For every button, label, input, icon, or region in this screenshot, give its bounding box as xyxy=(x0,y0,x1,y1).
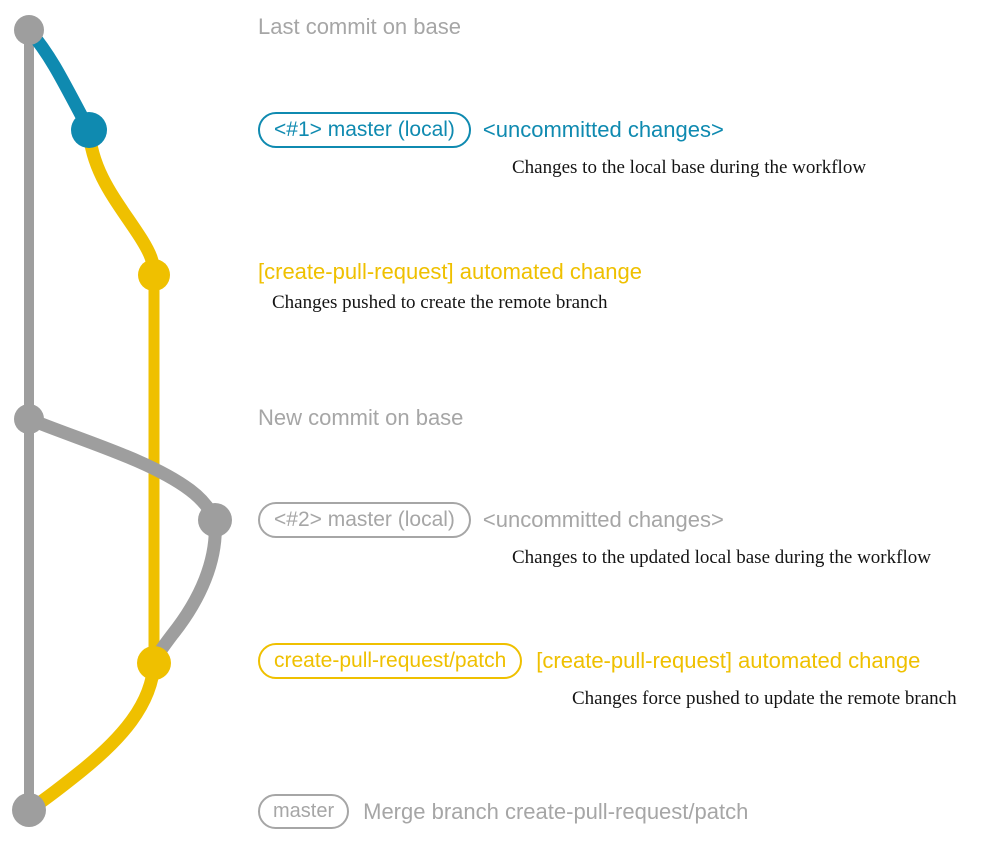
commit-description: Changes force pushed to update the remot… xyxy=(572,688,957,709)
commit-node-local-1[interactable] xyxy=(71,112,107,148)
branch-badge-create-pull-request-patch[interactable]: create-pull-request/patch xyxy=(258,643,523,679)
commit-headline: Last commit on base xyxy=(258,14,461,39)
row-head: create-pull-request/patch [create-pull-r… xyxy=(258,643,957,679)
row-automated-change-2: create-pull-request/patch [create-pull-r… xyxy=(258,643,957,710)
commit-node-base-new[interactable] xyxy=(14,404,44,434)
row-merge-commit: master Merge branch create-pull-request/… xyxy=(258,794,748,829)
row-head: New commit on base xyxy=(258,407,463,429)
row-master-local-1: <#1> master (local) <uncommitted changes… xyxy=(258,112,866,179)
row-head: master Merge branch create-pull-request/… xyxy=(258,794,748,829)
row-head: Last commit on base xyxy=(258,16,461,38)
commit-headline: [create-pull-request] automated change xyxy=(258,259,643,284)
commit-headline: <uncommitted changes> xyxy=(482,117,724,142)
branch-badge-master-local-2[interactable]: <#2> master (local) xyxy=(258,502,471,538)
commit-headline: Merge branch create-pull-request/patch xyxy=(363,798,749,824)
row-last-commit-on-base: Last commit on base xyxy=(258,16,461,38)
branch-badge-master-local-1[interactable]: <#1> master (local) xyxy=(258,112,471,148)
commit-node-local-2[interactable] xyxy=(198,503,232,537)
commit-node-base-head[interactable] xyxy=(14,15,44,45)
branch-badge-master[interactable]: master xyxy=(258,794,350,829)
commit-node-merge[interactable] xyxy=(12,793,46,827)
branch-yellow-to-merge-line xyxy=(22,656,161,817)
row-new-commit-on-base: New commit on base xyxy=(258,407,463,429)
commit-description: Changes to the updated local base during… xyxy=(512,547,931,568)
commit-description: Changes to the local base during the wor… xyxy=(512,157,867,178)
commit-node-patch-1[interactable] xyxy=(138,259,170,291)
row-automated-change-1: [create-pull-request] automated change C… xyxy=(258,261,642,314)
commit-headline: New commit on base xyxy=(258,405,464,430)
row-head: <#2> master (local) <uncommitted changes… xyxy=(258,502,931,538)
commit-node-patch-2[interactable] xyxy=(137,646,171,680)
row-head: [create-pull-request] automated change xyxy=(258,261,642,283)
commit-headline: <uncommitted changes> xyxy=(482,507,724,532)
row-master-local-2: <#2> master (local) <uncommitted changes… xyxy=(258,502,931,569)
commit-description: Changes pushed to create the remote bran… xyxy=(272,292,608,313)
commit-headline: [create-pull-request] automated change xyxy=(536,648,921,673)
row-head: <#1> master (local) <uncommitted changes… xyxy=(258,112,866,148)
